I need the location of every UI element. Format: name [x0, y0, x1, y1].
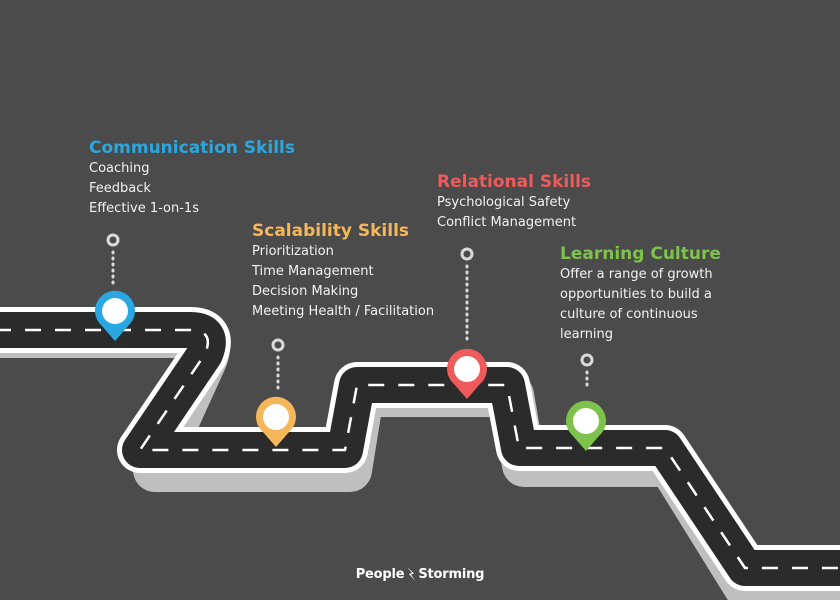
- milestone-item: Effective 1-on-1s: [89, 201, 199, 216]
- milestone-title: Learning Culture: [560, 244, 721, 264]
- connector-learning: [580, 353, 594, 390]
- map-pin-icon: [566, 400, 606, 451]
- peoplestorming-logo: People Storming: [0, 566, 840, 582]
- milestone-item: learning: [560, 327, 614, 342]
- milestone-item: Coaching: [89, 161, 150, 176]
- logo-left-word: People: [355, 566, 405, 582]
- milestone-title: Communication Skills: [89, 138, 295, 158]
- milestone-scalability: Scalability Skills Prioritization Time M…: [252, 220, 434, 322]
- milestone-item: Psychological Safety: [437, 195, 571, 210]
- milestone-item: Offer a range of growth: [560, 267, 713, 282]
- connector-communication: [106, 233, 120, 287]
- connector-scalability: [271, 338, 285, 392]
- milestone-title: Scalability Skills: [252, 221, 410, 241]
- map-pin-icon: [256, 396, 296, 447]
- lightning-bolt-icon: [407, 567, 416, 581]
- map-pin-icon: [447, 348, 487, 399]
- milestone-relational: Relational Skills Psychological Safety C…: [437, 171, 591, 233]
- milestone-item: Decision Making: [252, 284, 359, 299]
- map-pin-icon: [95, 290, 135, 341]
- milestone-item: Prioritization: [252, 244, 334, 259]
- milestone-item: Feedback: [89, 181, 151, 196]
- road-lane-marking: [0, 328, 840, 570]
- milestone-learning: Learning Culture Offer a range of growth…: [560, 243, 721, 345]
- milestone-title: Relational Skills: [437, 172, 592, 192]
- milestone-item: Conflict Management: [437, 215, 577, 230]
- milestone-item: Meeting Health / Facilitation: [252, 304, 435, 319]
- milestone-item: Time Management: [252, 264, 374, 279]
- milestone-communication: Communication Skills Coaching Feedback E…: [89, 137, 295, 219]
- connector-relational: [460, 247, 474, 342]
- milestone-item: opportunities to build a: [560, 287, 712, 302]
- milestone-item: culture of continuous: [560, 307, 698, 322]
- logo-right-word: Storming: [418, 566, 485, 582]
